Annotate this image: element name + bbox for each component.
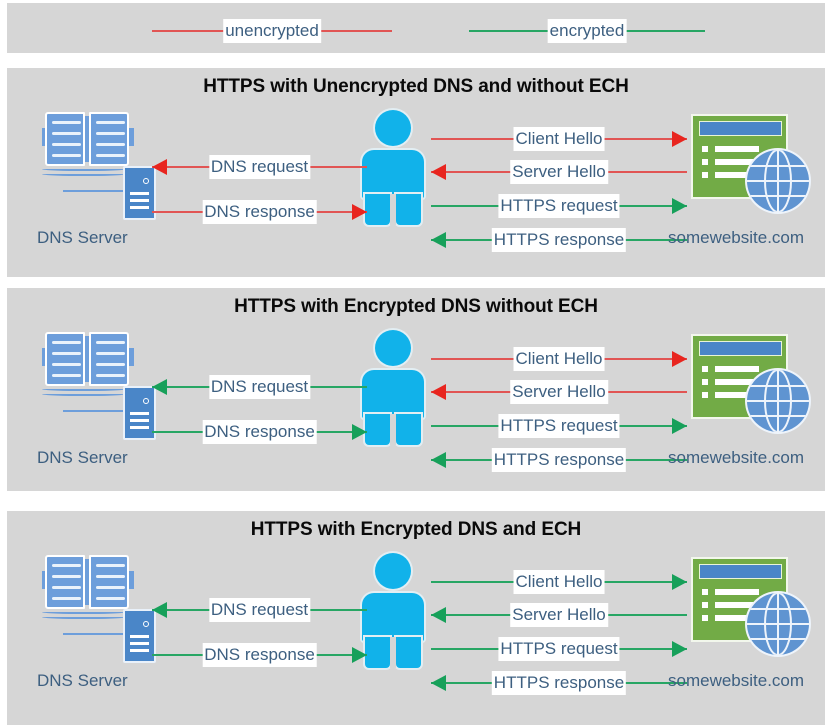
server-tower-icon — [123, 609, 156, 663]
arrow-label: DNS response — [202, 200, 317, 224]
arrow-label: Client Hello — [513, 570, 605, 594]
dns-server-label: DNS Server — [37, 671, 128, 690]
globe-icon — [747, 593, 809, 655]
arrow-label: HTTPS response — [491, 228, 627, 252]
panel-title: HTTPS with Encrypted DNS without ECH — [234, 296, 598, 317]
arrow-dns-response: DNS response — [152, 643, 367, 667]
globe-icon — [747, 150, 809, 212]
server-tower-icon — [123, 386, 156, 440]
book-pages-edge — [42, 166, 126, 177]
arrow-label: Server Hello — [510, 603, 608, 627]
arrow-label: HTTPS request — [498, 414, 620, 438]
website-window-icon — [691, 110, 809, 218]
arrow-dns-response: DNS response — [152, 200, 367, 224]
legend-panel: unencrypted encrypted — [7, 3, 825, 53]
book-page-right — [89, 112, 129, 166]
window-titlebar — [699, 121, 782, 136]
website-window-icon — [691, 553, 809, 661]
arrow-https-request: HTTPS request — [431, 194, 687, 218]
arrow-dns-request: DNS request — [152, 155, 367, 179]
book-pages-edge — [42, 609, 126, 620]
arrow-client-hello: Client Hello — [431, 347, 687, 371]
book-spine — [83, 116, 91, 162]
website-label: somewebsite.com — [668, 448, 805, 467]
arrow-label: Server Hello — [510, 160, 608, 184]
arrow-https-response: HTTPS response — [431, 228, 687, 252]
dns-link-line — [63, 410, 125, 412]
arrow-label: DNS request — [208, 155, 311, 179]
globe-icon — [747, 370, 809, 432]
legend-item-encrypted: encrypted — [469, 19, 705, 43]
book-icon — [42, 332, 134, 394]
legend-label-encrypted: encrypted — [547, 19, 627, 43]
dns-server-label: DNS Server — [37, 228, 128, 247]
scenario-panel-2: HTTPS with Encrypted DNS without ECH — [7, 288, 825, 491]
arrow-dns-request: DNS request — [152, 375, 367, 399]
person-icon — [362, 553, 424, 668]
arrow-client-hello: Client Hello — [431, 127, 687, 151]
website-window-icon — [691, 330, 809, 438]
legend-label-unencrypted: unencrypted — [223, 19, 321, 43]
arrow-label: HTTPS request — [498, 194, 620, 218]
arrow-label: DNS response — [202, 420, 317, 444]
arrow-label: HTTPS request — [498, 637, 620, 661]
dns-server-icon — [41, 555, 161, 665]
book-page-left — [45, 555, 85, 609]
dns-server-icon — [41, 112, 161, 222]
arrow-server-hello: Server Hello — [431, 380, 687, 404]
arrow-label: DNS request — [208, 598, 311, 622]
panel-title: HTTPS with Unencrypted DNS and without E… — [203, 76, 629, 97]
person-icon — [362, 330, 424, 445]
arrow-client-hello: Client Hello — [431, 570, 687, 594]
server-tower-icon — [123, 166, 156, 220]
arrow-dns-request: DNS request — [152, 598, 367, 622]
scenario-panel-3: HTTPS with Encrypted DNS and ECH — [7, 511, 825, 725]
arrow-https-response: HTTPS response — [431, 671, 687, 695]
dns-link-line — [63, 190, 125, 192]
website-label: somewebsite.com — [668, 671, 805, 690]
dns-server-icon — [41, 332, 161, 442]
arrow-label: DNS request — [208, 375, 311, 399]
arrow-label: Server Hello — [510, 380, 608, 404]
book-page-left — [45, 112, 85, 166]
arrow-label: Client Hello — [513, 347, 605, 371]
arrow-https-response: HTTPS response — [431, 448, 687, 472]
arrow-server-hello: Server Hello — [431, 603, 687, 627]
legend-item-unencrypted: unencrypted — [152, 19, 392, 43]
arrow-label: HTTPS response — [491, 671, 627, 695]
window-titlebar — [699, 341, 782, 356]
arrow-https-request: HTTPS request — [431, 637, 687, 661]
book-page-right — [89, 332, 129, 386]
book-page-right — [89, 555, 129, 609]
scenario-panel-1: HTTPS with Unencrypted DNS and without E… — [7, 68, 825, 277]
book-clasp-right — [129, 128, 134, 146]
panel-title: HTTPS with Encrypted DNS and ECH — [250, 519, 582, 540]
book-clasp-left — [42, 128, 47, 146]
person-icon — [362, 110, 424, 225]
arrow-label: DNS response — [202, 643, 317, 667]
book-page-left — [45, 332, 85, 386]
arrow-dns-response: DNS response — [152, 420, 367, 444]
book-icon — [42, 112, 134, 174]
dns-link-line — [63, 633, 125, 635]
website-label: somewebsite.com — [668, 228, 805, 247]
dns-server-label: DNS Server — [37, 448, 128, 467]
book-icon — [42, 555, 134, 617]
arrow-server-hello: Server Hello — [431, 160, 687, 184]
book-pages-edge — [42, 386, 126, 397]
arrow-https-request: HTTPS request — [431, 414, 687, 438]
arrow-label: HTTPS response — [491, 448, 627, 472]
arrow-label: Client Hello — [513, 127, 605, 151]
window-titlebar — [699, 564, 782, 579]
